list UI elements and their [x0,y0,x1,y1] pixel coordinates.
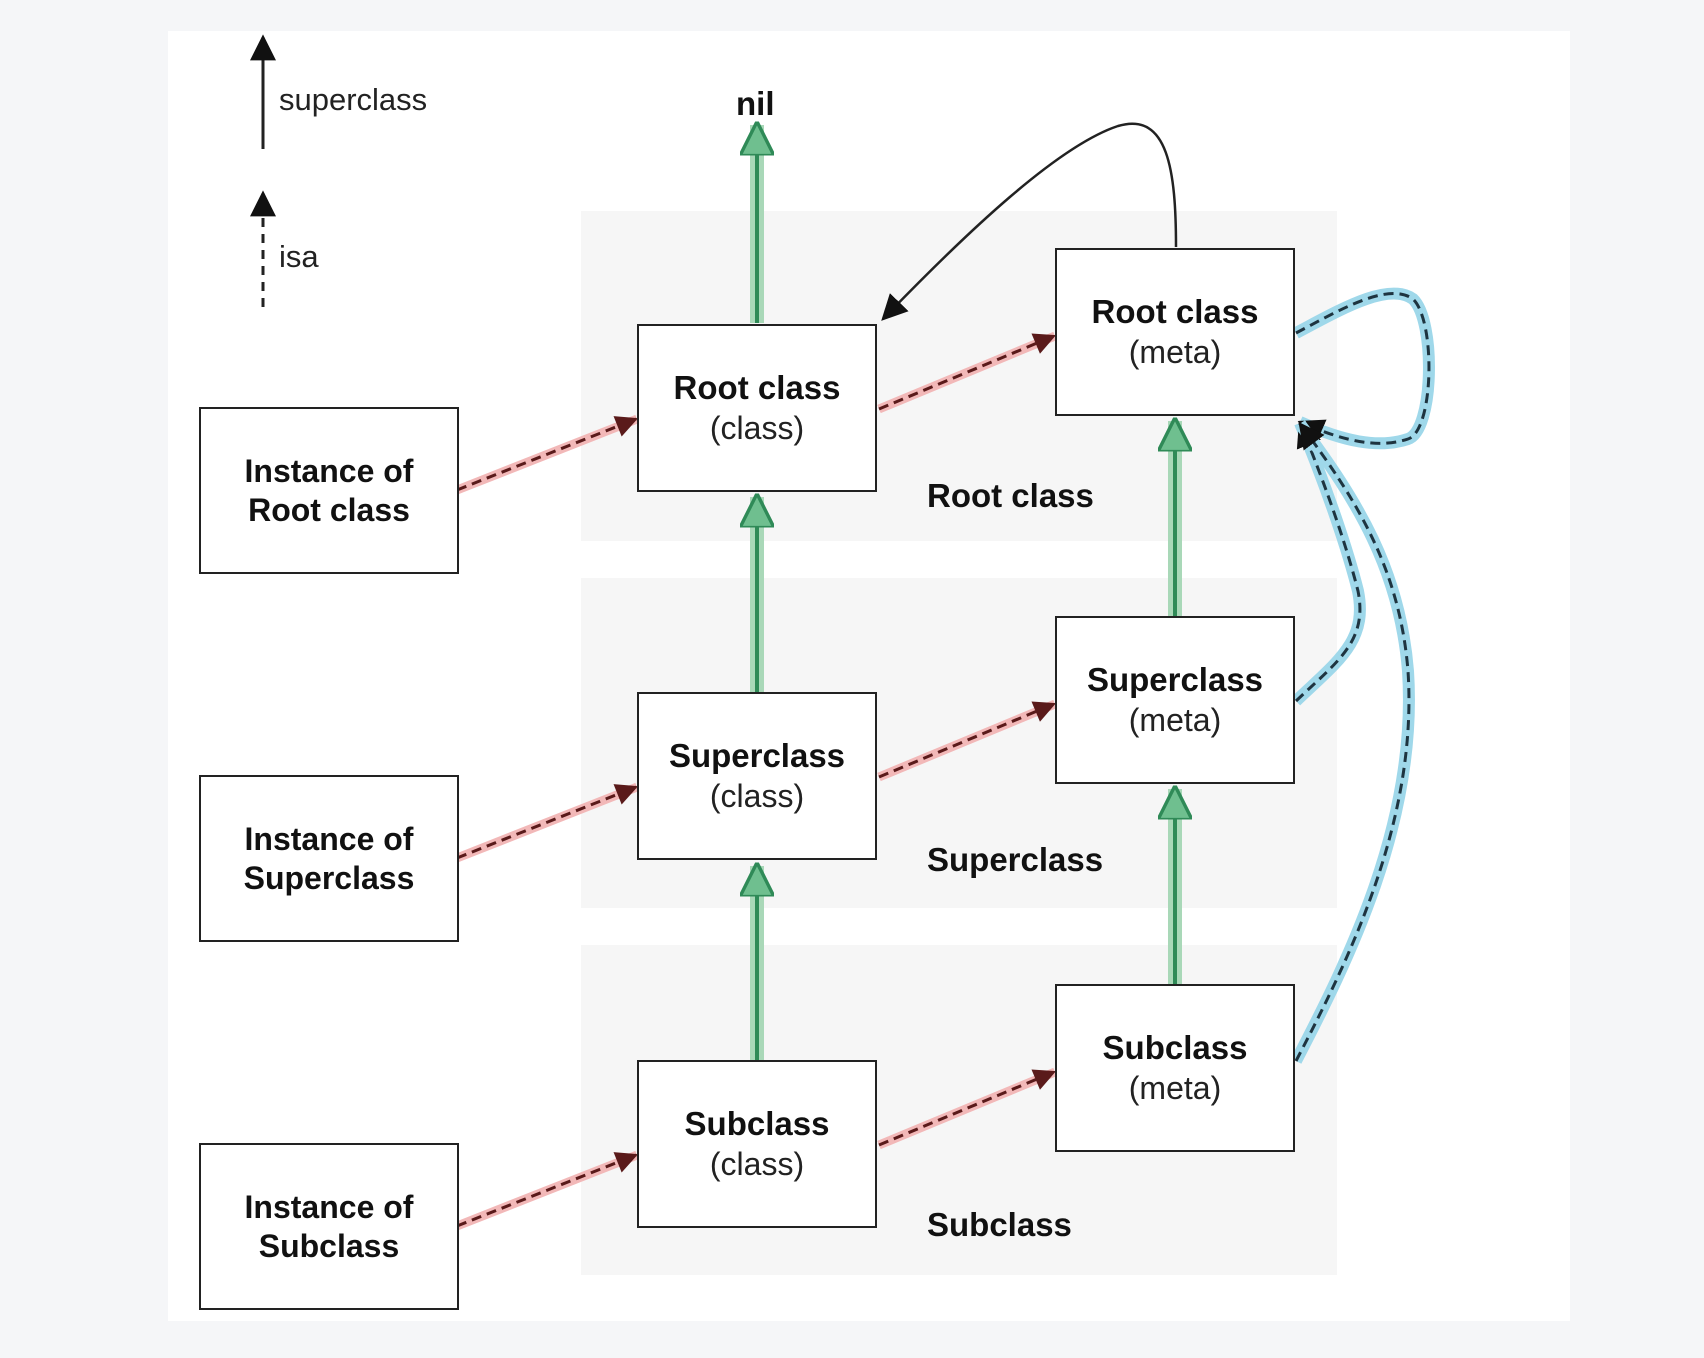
node-kind: (meta) [1128,1069,1222,1106]
isa-arrow-supermeta-to-rootmeta [1294,420,1362,703]
node-superclass-meta: Superclass (meta) [1055,616,1295,784]
legend-isa-label: isa [279,239,319,274]
node-title: Root class [1091,293,1259,331]
class-hierarchy-diagram: superclass isa nil Root class Superclass… [168,31,1570,1321]
superclass-arrow-rootmeta-to-rootclass [881,122,1178,321]
band-label-root-class: Root class [927,477,1094,514]
node-label-line1: Instance of [244,821,414,858]
diagram-connectors [250,34,1435,1231]
legend-superclass-label: superclass [279,82,428,117]
isa-arrow-instance-super [456,784,639,860]
node-label-line2: Subclass [258,1227,400,1264]
isa-arrows [455,331,1057,1231]
node-kind: (class) [709,777,805,814]
node-title: Root class [673,369,841,407]
isa-arrow-instance-root [456,416,639,492]
node-label-line2: Root class [248,491,410,528]
meta-isa-arrows [1290,287,1435,1064]
isa-arrow-submeta-to-rootmeta [1294,421,1411,1062]
superclass-arrows [757,125,1175,1060]
node-title: Superclass [1086,661,1264,699]
node-instance-of-subclass: Instance of Subclass [199,1143,459,1310]
node-label-line1: Instance of [244,453,414,490]
node-title: Superclass [668,737,846,775]
isa-arrow-instance-sub [456,1152,639,1228]
node-root-class-class: Root class (class) [637,324,877,492]
node-instance-of-superclass: Instance of Superclass [199,775,459,942]
node-kind: (meta) [1128,333,1222,370]
node-kind: (meta) [1128,701,1222,738]
node-subclass-class: Subclass (class) [637,1060,877,1228]
node-label-line1: Instance of [244,1189,414,1226]
node-kind: (class) [709,409,805,446]
node-label-line2: Superclass [243,859,415,896]
node-title: Subclass [1102,1029,1248,1067]
band-label-subclass: Subclass [927,1206,1072,1243]
node-title: Subclass [684,1105,830,1143]
node-instance-of-root-class: Instance of Root class [199,407,459,574]
node-superclass-class: Superclass (class) [637,692,877,860]
node-root-class-meta: Root class (meta) [1055,248,1295,416]
nil-label: nil [736,85,775,122]
node-subclass-meta: Subclass (meta) [1055,984,1295,1152]
band-label-superclass: Superclass [927,841,1104,878]
isa-arrow-rootmeta-self [1295,292,1431,445]
node-kind: (class) [709,1145,805,1182]
